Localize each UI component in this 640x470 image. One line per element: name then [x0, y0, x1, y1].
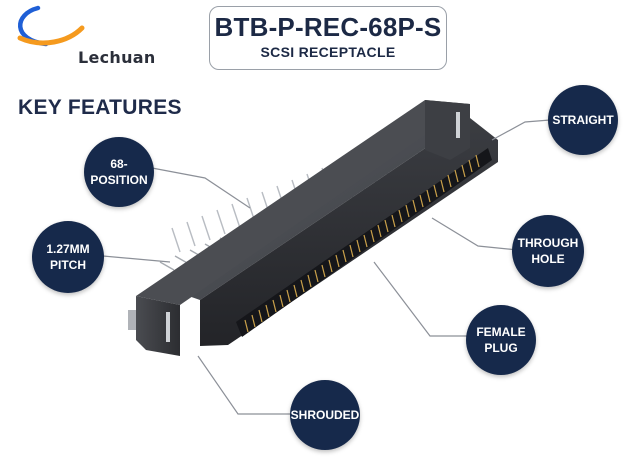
feature-badge-shrouded: SHROUDED — [290, 380, 360, 450]
key-features-heading: KEY FEATURES — [18, 96, 182, 119]
feature-badge-straight: STRAIGHT — [548, 85, 618, 155]
feature-badge-through-hole: THROUGH HOLE — [512, 215, 584, 287]
part-number: BTB-P-REC-68P-S — [214, 12, 442, 42]
feature-badge-pitch: 1.27MM PITCH — [32, 221, 104, 293]
feature-badge-68-position: 68-POSITION — [84, 137, 154, 207]
product-subtitle: SCSI RECEPTACLE — [260, 44, 396, 60]
feature-label: PITCH — [50, 258, 86, 272]
feature-label: FEMALE — [476, 325, 526, 339]
contact-row — [244, 154, 480, 333]
feature-label: 68-POSITION — [90, 157, 148, 187]
feature-label: THROUGH — [517, 236, 579, 250]
title-box: BTB-P-REC-68P-S SCSI RECEPTACLE — [209, 6, 447, 70]
brand-logo: Lechuan — [8, 4, 178, 70]
connector-body — [128, 100, 498, 356]
feature-label: SHROUDED — [290, 408, 360, 422]
feature-label: HOLE — [531, 252, 565, 266]
logo-mark — [17, 5, 85, 47]
feature-label: 1.27MM — [46, 242, 90, 256]
brand-name: Lechuan — [78, 48, 156, 67]
feature-label: STRAIGHT — [552, 113, 614, 127]
feature-label: PLUG — [484, 341, 518, 355]
leader-lines — [102, 119, 551, 415]
feature-badge-female-plug: FEMALE PLUG — [466, 305, 536, 375]
